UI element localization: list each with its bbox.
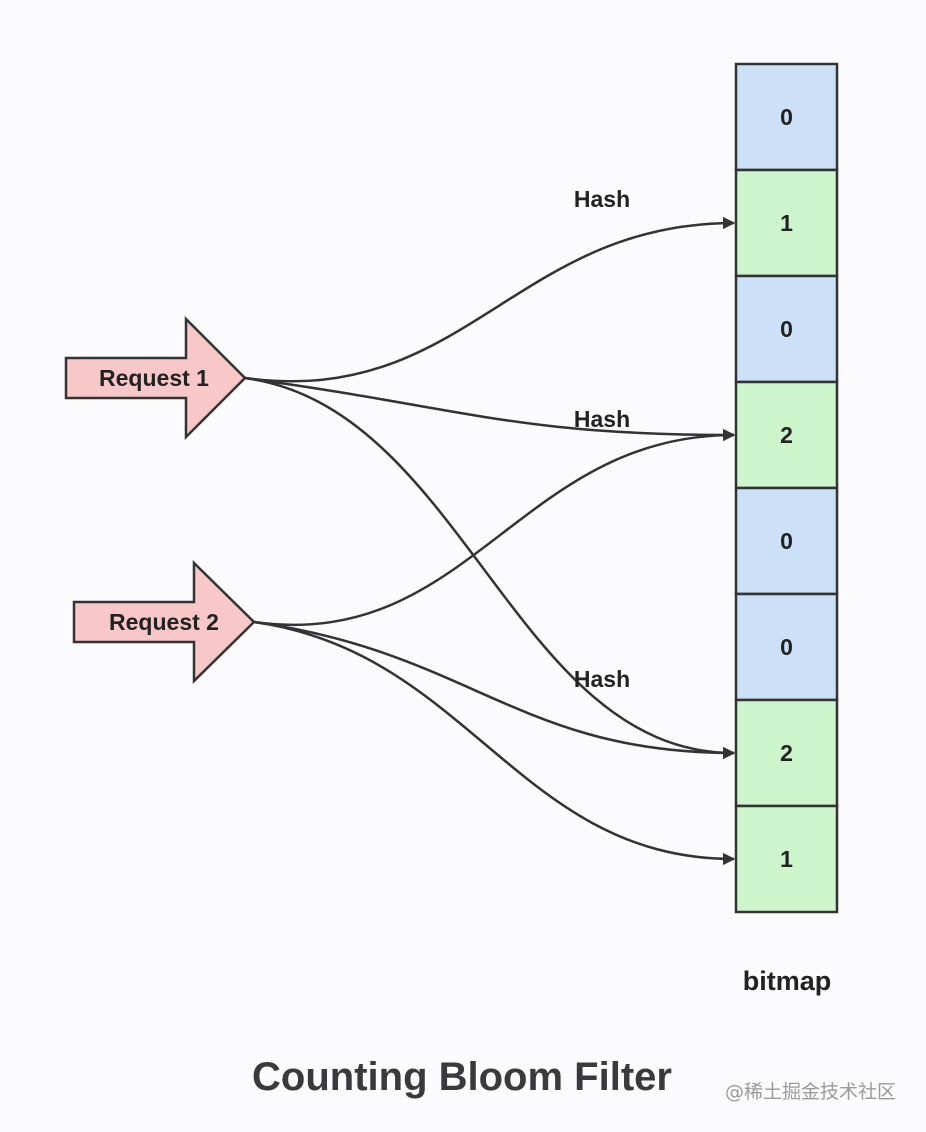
hash-connection-line: [253, 620, 736, 760]
bitmap-cell: 1: [734, 804, 839, 914]
hash-connection-line: [244, 376, 736, 442]
bitmap-cell-box: [734, 380, 839, 490]
bitmap-array: 0 1 0 2 0 0 2 1: [734, 62, 839, 914]
bitmap-cell-value: 0: [780, 104, 793, 130]
bitmap-cell: 0: [734, 592, 839, 702]
bitmap-cell-value: 0: [780, 316, 793, 342]
bitmap-cell-value: 0: [780, 528, 793, 554]
bitmap-cell-value: 1: [780, 846, 793, 872]
watermark: @稀土掘金技术社区: [725, 1081, 896, 1103]
bitmap-cell-box: [734, 698, 839, 808]
request-2-arrow: Request 2: [72, 560, 256, 684]
bitmap-cell: 2: [734, 698, 839, 808]
request-1-arrow-shape: [64, 315, 247, 441]
bitmap-cell-value: 2: [780, 740, 793, 766]
bitmap-cell: 2: [734, 380, 839, 490]
bitmap-cell: 1: [734, 168, 839, 278]
bitmap-cell-value: 0: [780, 634, 793, 660]
request-1-label: Request 1: [99, 365, 209, 391]
bitmap-cell-box: [734, 592, 839, 702]
hash-connection-line: [244, 216, 736, 383]
hash-connection-line: [253, 428, 736, 626]
bitmap-label: bitmap: [743, 966, 832, 996]
bitmap-cell-box: [734, 62, 839, 172]
bitmap-cell-box: [734, 486, 839, 596]
hash-label-3: Hash: [574, 666, 630, 692]
bitmap-cell-value: 2: [780, 422, 793, 448]
bitmap-cell-value: 1: [780, 210, 793, 236]
hash-connection-lines: [244, 216, 736, 866]
bitmap-cell-box: [734, 274, 839, 384]
request-1-arrow: Request 1: [64, 315, 247, 441]
hash-label-2: Hash: [574, 406, 630, 432]
hash-label-1: Hash: [574, 186, 630, 212]
request-2-label: Request 2: [109, 609, 219, 635]
bitmap-cell: 0: [734, 62, 839, 172]
bitmap-cell-box: [734, 168, 839, 278]
diagram-title: Counting Bloom Filter: [252, 1055, 672, 1099]
hash-connection-line: [244, 376, 736, 760]
bitmap-cell: 0: [734, 486, 839, 596]
bitmap-cell-box: [734, 804, 839, 914]
request-2-arrow-shape: [72, 560, 256, 684]
hash-connection-line: [253, 620, 736, 866]
bitmap-cell: 0: [734, 274, 839, 384]
